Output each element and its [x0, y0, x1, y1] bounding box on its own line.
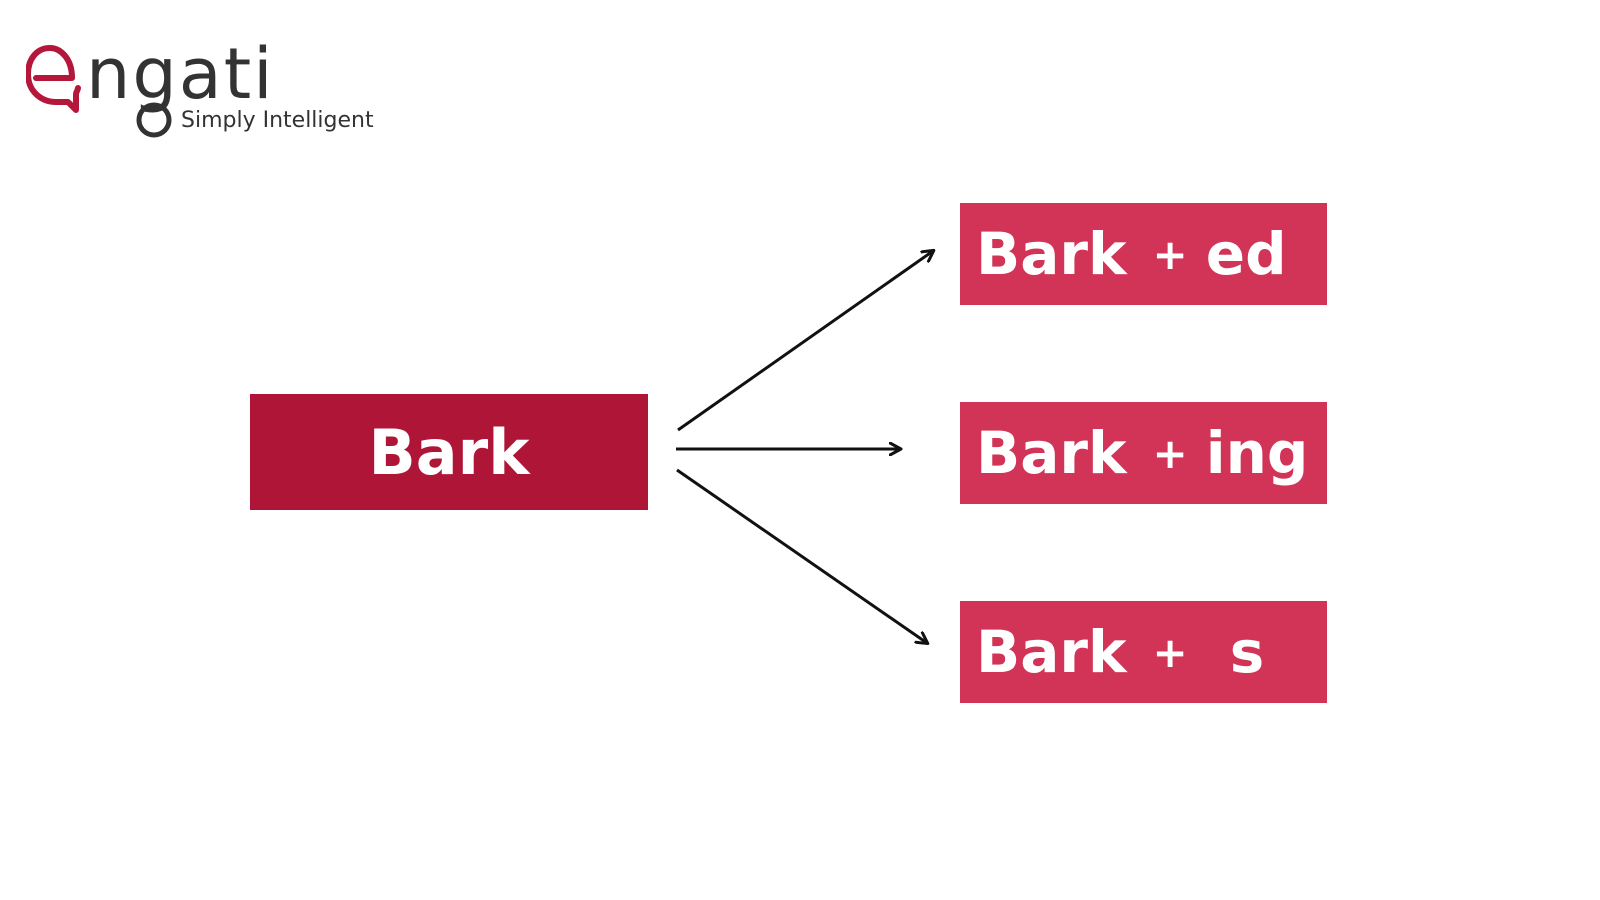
root-word-label: Bark [368, 415, 530, 489]
speech-bubble-e-icon [26, 45, 81, 113]
leaf-box-s: Bark + s [960, 601, 1327, 703]
leaf-stem: Bark [976, 419, 1127, 487]
arrow-to-ed [677, 251, 933, 432]
arrow-to-s [676, 468, 927, 643]
engati-logo-mark: ngati [26, 33, 275, 138]
leaf-operator: + [1152, 627, 1188, 677]
leaf-box-ing: Bark + ing [960, 402, 1327, 504]
leaf-stem: Bark [976, 220, 1127, 288]
leaf-suffix: ing [1205, 419, 1309, 487]
engati-logo: ngati Simply Intelligent [26, 30, 386, 145]
leaf-operator: + [1152, 428, 1188, 478]
logo-tagline: Simply Intelligent [181, 108, 374, 133]
leaf-box-ed: Bark + ed [960, 203, 1327, 305]
leaf-operator: + [1152, 229, 1188, 279]
leaf-stem: Bark [976, 618, 1127, 686]
leaf-suffix: ed [1205, 220, 1287, 288]
logo-circle-icon [136, 102, 172, 138]
root-word-box: Bark [250, 394, 648, 510]
logo-wordmark: ngati [86, 33, 275, 115]
leaf-suffix: s [1229, 618, 1265, 686]
